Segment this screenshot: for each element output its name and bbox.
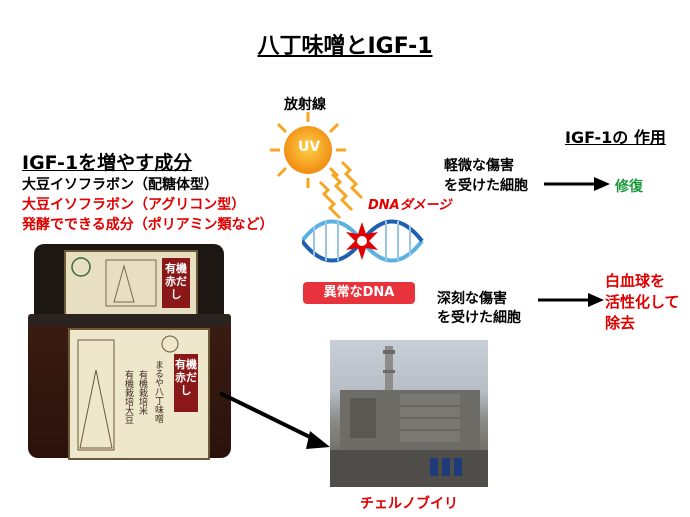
wbc-line2: 活性化して — [605, 293, 680, 311]
miso-body-label: 有機 赤だし 有機栽培大豆 有機栽培米 まるや八丁味噌 — [68, 328, 210, 460]
severe-damage-line1: 深刻な傷害 — [437, 291, 507, 307]
igf-increase-heading: IGF-1を増やす成分 — [22, 152, 193, 174]
severe-damage-line2: を受けた細胞 — [437, 310, 521, 326]
miso-line-rice: 有機栽培米 — [137, 370, 147, 415]
mild-damage-line2: を受けた細胞 — [444, 178, 528, 194]
repair-label: 修復 — [615, 179, 643, 195]
mild-damage-line1: 軽微な傷害 — [444, 158, 514, 174]
uv-sun-icon — [270, 112, 364, 220]
miso-line-soy: 有機栽培大豆 — [123, 370, 133, 424]
wbc-line3: 除去 — [605, 314, 636, 332]
ingredient-polyamine: 発酵でできる成分（ポリアミン類など） — [22, 217, 274, 233]
arrow-to-wbc-icon — [538, 293, 604, 307]
miso-rim — [28, 314, 231, 326]
dna-helix-icon — [302, 219, 424, 263]
ingredient-aglycone: 大豆イソフラボン（アグリコン型） — [22, 197, 246, 213]
arrow-to-repair-icon — [544, 177, 610, 191]
slide-title: 八丁味噌とIGF-1 — [257, 34, 433, 59]
miso-container-image: 有機 赤だし 有機 赤だし 有機栽培大豆 有機栽培米 まるや八丁味噌 — [28, 240, 231, 460]
miso-brand: まるや八丁味噌 — [153, 360, 163, 423]
igf-function-heading: IGF-1の 作用 — [565, 128, 666, 147]
uv-text: UV — [298, 139, 321, 155]
wbc-line1: 白血球を — [605, 272, 666, 290]
miso-lid-label: 有機 赤だし — [64, 250, 198, 316]
arrow-to-photo-icon — [219, 391, 330, 449]
ingredient-glycoside: 大豆イソフラボン（配糖体型） — [22, 177, 218, 193]
miso-body-text: 有機 赤だし — [175, 358, 197, 397]
photo-caption: チェルノブイリ — [360, 496, 458, 512]
dna-damage-label: DNAダメージ — [368, 198, 452, 213]
miso-lid-text: 有機 赤だし — [165, 262, 187, 301]
chernobyl-photo — [330, 340, 488, 487]
abnormal-dna-badge: 異常なDNA — [303, 282, 415, 304]
radiation-label: 放射線 — [284, 97, 326, 113]
